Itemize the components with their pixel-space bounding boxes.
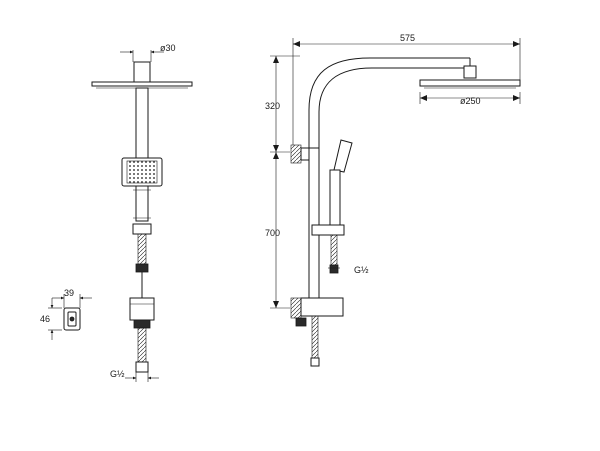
side-hose-end (310, 357, 320, 367)
pipe-diameter-label: ø30 (160, 43, 176, 53)
side-wall-bracket-lower (290, 297, 302, 319)
holder-height-dimension: 46 (40, 298, 62, 340)
side-hose-nut (329, 264, 339, 274)
overall-width-dimension: 575 (292, 33, 521, 145)
side-handshower-handle (329, 169, 341, 226)
front-slide-holder (129, 297, 155, 321)
side-handshower-head (333, 139, 353, 173)
front-mixer-grille (126, 160, 158, 184)
front-holder-base (133, 319, 151, 329)
front-lower-pipe (135, 185, 149, 222)
side-inlet-block (295, 317, 307, 327)
head-diameter-dimension: ø250 (419, 92, 521, 106)
holder-width-dimension: 39 (52, 288, 92, 308)
front-view: ø30 G½ (91, 43, 193, 382)
side-thread-label: G½ (354, 265, 369, 275)
side-shower-head (419, 79, 521, 87)
front-thread-dimension: G½ (110, 369, 159, 382)
front-hose-coupling (132, 223, 152, 235)
side-hose-lower (311, 315, 319, 359)
front-hose-lower (137, 327, 147, 363)
height-dimensions: 320 700 (265, 55, 300, 309)
holder-detail: 39 46 (40, 288, 92, 340)
front-thread-label: G½ (110, 369, 125, 379)
side-slide-holder (311, 224, 345, 236)
side-thread-dimension: G½ (328, 265, 369, 275)
overall-width-label: 575 (400, 33, 415, 43)
side-mixer-body (300, 297, 344, 317)
side-hose-segment (330, 234, 338, 266)
head-diameter-label: ø250 (460, 96, 481, 106)
side-riser-pipe (308, 147, 320, 299)
holder-height-label: 46 (40, 314, 50, 324)
front-inlet (135, 361, 149, 373)
holder-width-label: 39 (64, 288, 74, 298)
front-hose-upper (137, 233, 147, 265)
side-view: 575 320 700 ø250 (265, 33, 521, 367)
upper-height-label: 320 (265, 101, 280, 111)
side-wall-bracket-upper (290, 144, 302, 164)
side-curved-arm-outer (308, 57, 470, 148)
front-hose-nut (135, 263, 149, 273)
front-shower-head (91, 81, 193, 87)
pipe-diameter-dimension: ø30 (120, 43, 176, 62)
side-curved-arm-inner (318, 67, 470, 148)
front-head-connector (133, 61, 151, 83)
front-upper-pipe (135, 87, 149, 159)
lower-height-label: 700 (265, 228, 280, 238)
side-head-connector (463, 65, 477, 79)
